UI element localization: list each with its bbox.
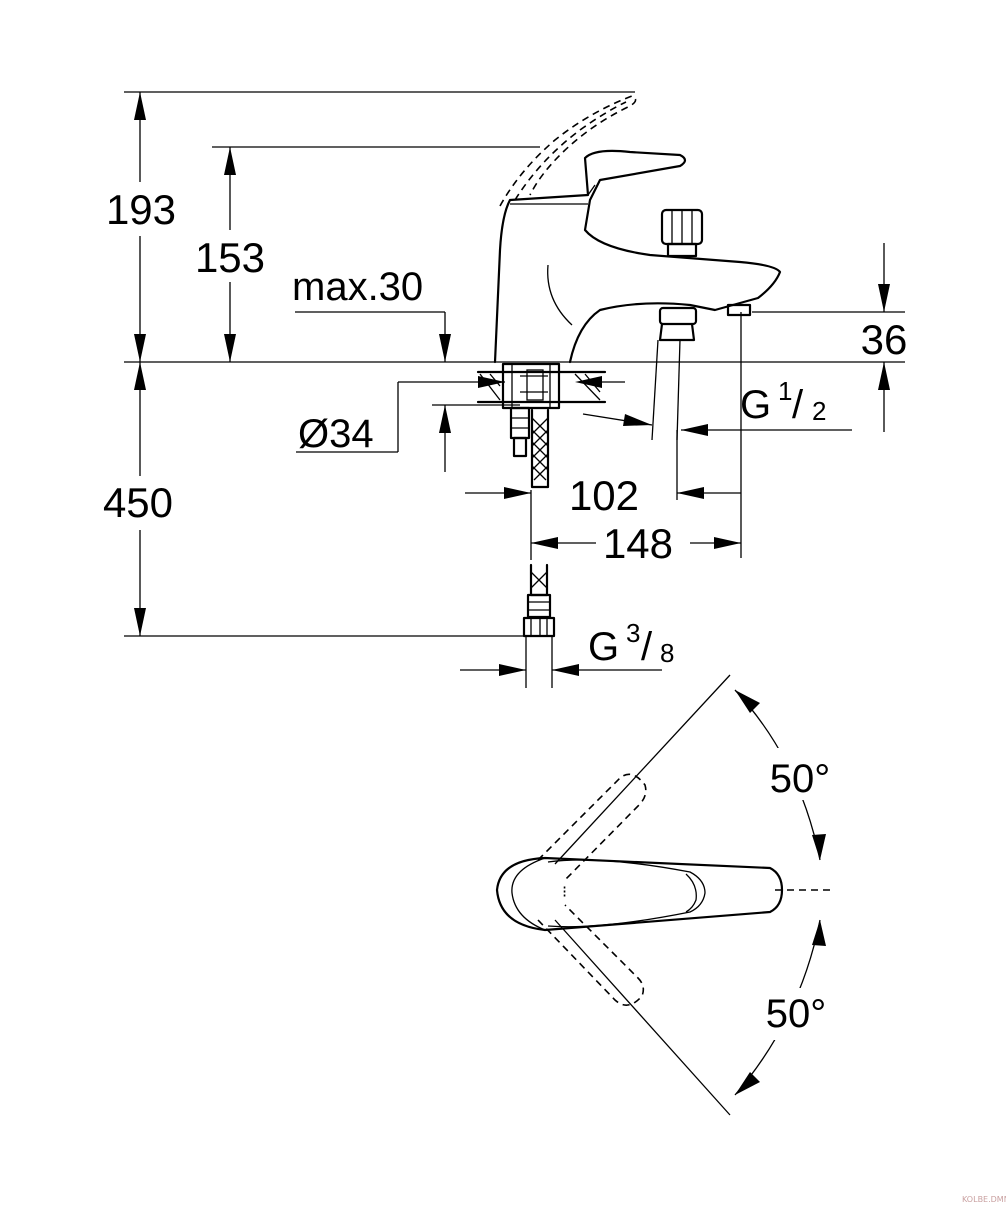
watermark: KOLBE.DMN xyxy=(962,1195,1006,1204)
faucet-body xyxy=(493,149,782,441)
angle-lower-label: 50° xyxy=(766,992,827,1036)
lever-raised-outline xyxy=(499,95,637,207)
thread-outlet-numerator: 1 xyxy=(778,376,792,406)
dimension-36: 36 xyxy=(752,243,907,432)
side-view: 193 153 max.30 450 xyxy=(92,91,907,688)
lever-rotated-upper xyxy=(537,773,647,881)
top-view: 50° 50° ⁝ xyxy=(495,674,840,1116)
thread-inlet-prefix: G xyxy=(588,625,619,669)
svg-text:/: / xyxy=(641,625,653,669)
label-36: 36 xyxy=(861,316,908,363)
dimension-outlet xyxy=(582,413,852,436)
ray-upper xyxy=(554,674,731,865)
thread-inlet-label: G 3 / 8 xyxy=(588,618,674,669)
dimension-450: 450 xyxy=(92,362,188,636)
supply-hose-lower xyxy=(522,563,556,688)
handle-top xyxy=(495,856,784,932)
thread-outlet-denominator: 2 xyxy=(812,396,826,426)
angle-upper-label: 50° xyxy=(770,757,831,801)
label-max30: max.30 xyxy=(292,265,423,309)
label-102: 102 xyxy=(569,472,639,519)
dimension-193: 193 xyxy=(92,92,188,362)
label-450: 450 xyxy=(103,479,173,526)
dimension-102: 102 xyxy=(465,472,741,519)
lever-raised-outline-inner xyxy=(514,101,627,201)
dimension-diameter: Ø34 xyxy=(296,376,625,456)
dimension-max30: max.30 xyxy=(292,265,520,472)
mounting-block xyxy=(476,362,607,410)
thread-inlet-numerator: 3 xyxy=(626,618,640,648)
ray-lower xyxy=(554,919,731,1116)
svg-text:⁝: ⁝ xyxy=(562,884,567,901)
dimension-inlet xyxy=(460,664,662,676)
label-148: 148 xyxy=(603,520,673,567)
svg-text:/: / xyxy=(792,383,804,427)
dimension-148: 148 xyxy=(531,520,741,567)
dimension-153: 153 xyxy=(184,147,276,362)
thread-outlet-label: G 1 / 2 xyxy=(740,376,826,427)
lever-rotated-lower xyxy=(537,904,645,1006)
label-193: 193 xyxy=(106,186,176,233)
label-153: 153 xyxy=(195,234,265,281)
label-diameter: Ø34 xyxy=(298,412,374,456)
thread-inlet-denominator: 8 xyxy=(660,638,674,668)
supply-hose-upper xyxy=(509,406,550,489)
thread-outlet-prefix: G xyxy=(740,383,771,427)
